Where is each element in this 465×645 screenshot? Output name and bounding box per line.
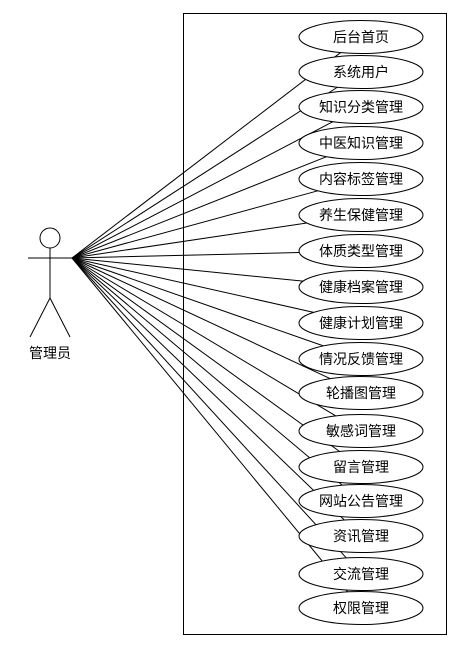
use-case-ellipse — [298, 234, 424, 268]
use-case-ellipse — [298, 90, 424, 124]
use-case-label: 体质类型管理 — [319, 244, 403, 260]
use-case-ellipse — [298, 342, 424, 376]
use-case-label: 中医知识管理 — [319, 135, 403, 152]
use-case[interactable]: 轮播图管理 — [298, 376, 424, 410]
use-case-label: 系统用户 — [333, 64, 389, 81]
use-case[interactable]: 健康计划管理 — [298, 306, 424, 340]
use-case[interactable]: 权限管理 — [298, 591, 424, 625]
association-line — [71, 156, 327, 259]
association-line — [71, 257, 304, 282]
association-line — [71, 257, 343, 486]
system-boundary — [183, 13, 447, 635]
use-case[interactable]: 内容标签管理 — [298, 162, 424, 196]
use-case-ellipse — [298, 557, 424, 591]
use-case-label: 权限管理 — [333, 601, 389, 617]
use-case-ellipse — [298, 55, 424, 89]
use-case-label: 敏感词管理 — [326, 423, 396, 440]
association-line — [71, 257, 324, 347]
use-case-label: 后台首页 — [333, 30, 389, 46]
use-case-list: 后台首页系统用户知识分类管理中医知识管理内容标签管理养生保健管理体质类型管理健康… — [298, 20, 424, 625]
association-line — [71, 121, 334, 259]
use-case[interactable]: 系统用户 — [298, 55, 424, 89]
use-case[interactable]: 体质类型管理 — [298, 234, 424, 268]
association-line — [71, 257, 347, 559]
use-case[interactable]: 留言管理 — [298, 450, 424, 484]
actor-left-leg — [29, 297, 51, 338]
association-line — [71, 86, 338, 259]
use-case-ellipse — [298, 450, 424, 484]
actor-label: 管理员 — [29, 346, 71, 362]
use-case-ellipse — [298, 591, 424, 625]
use-case[interactable]: 资讯管理 — [298, 519, 424, 553]
use-case-ellipse — [298, 306, 424, 340]
use-case-ellipse — [298, 414, 424, 448]
use-case-label: 健康计划管理 — [319, 315, 403, 332]
use-case-ellipse — [298, 270, 424, 304]
actor-right-leg — [49, 297, 71, 338]
use-case[interactable]: 后台首页 — [298, 20, 424, 54]
actor-admin[interactable]: 管理员 — [28, 227, 72, 362]
actor-head — [39, 227, 61, 249]
association-line — [71, 257, 314, 313]
use-case-label: 内容标签管理 — [319, 171, 403, 188]
association-line — [71, 190, 318, 259]
use-case[interactable]: 中医知识管理 — [298, 126, 424, 160]
use-case-label: 交流管理 — [333, 566, 389, 583]
use-case-label: 轮播图管理 — [326, 386, 396, 402]
use-case-label: 资讯管理 — [333, 529, 389, 545]
use-case[interactable]: 健康档案管理 — [298, 270, 424, 304]
use-case-label: 健康档案管理 — [319, 279, 403, 296]
use-case[interactable]: 网站公告管理 — [298, 484, 424, 518]
use-case-ellipse — [298, 20, 424, 54]
use-case-ellipse — [298, 198, 424, 232]
use-case-label: 情况反馈管理 — [319, 352, 403, 368]
association-line — [71, 252, 300, 259]
association-line — [71, 257, 345, 521]
use-case-label: 留言管理 — [333, 460, 389, 476]
use-case-ellipse — [298, 376, 424, 410]
use-case-ellipse — [298, 162, 424, 196]
use-case[interactable]: 交流管理 — [298, 557, 424, 591]
association-line — [71, 257, 331, 380]
association-line — [71, 257, 337, 417]
use-case[interactable]: 知识分类管理 — [298, 90, 424, 124]
association-line — [71, 222, 307, 259]
use-case-label: 养生保健管理 — [319, 208, 403, 224]
association-line — [71, 257, 340, 452]
association-line — [71, 52, 341, 259]
use-case-ellipse — [298, 484, 424, 518]
use-case-ellipse — [298, 126, 424, 160]
use-case-label: 知识分类管理 — [319, 99, 403, 116]
use-case[interactable]: 敏感词管理 — [298, 414, 424, 448]
use-case-label: 网站公告管理 — [319, 494, 403, 510]
use-case[interactable]: 养生保健管理 — [298, 198, 424, 232]
use-case[interactable]: 情况反馈管理 — [298, 342, 424, 376]
use-case-ellipse — [298, 519, 424, 553]
